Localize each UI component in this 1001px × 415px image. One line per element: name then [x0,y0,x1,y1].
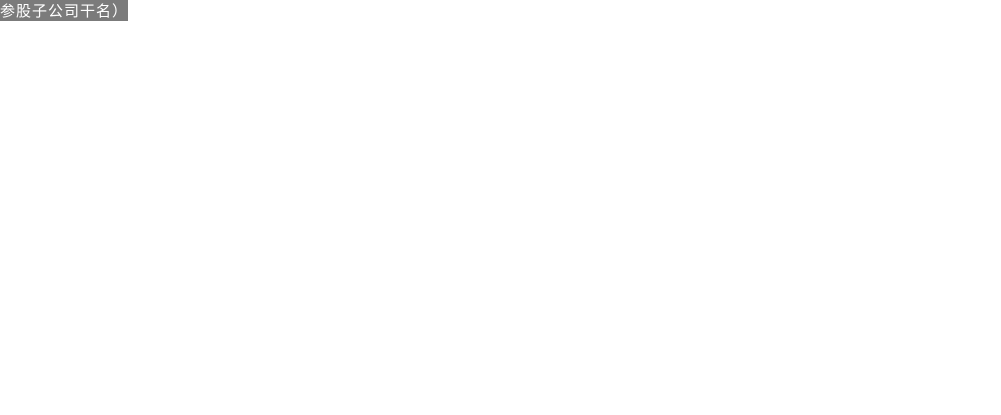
node-subsidiary-equity-participation: 参股子公司 [0,0,81,21]
node-label: 参股子公司 [0,3,81,20]
